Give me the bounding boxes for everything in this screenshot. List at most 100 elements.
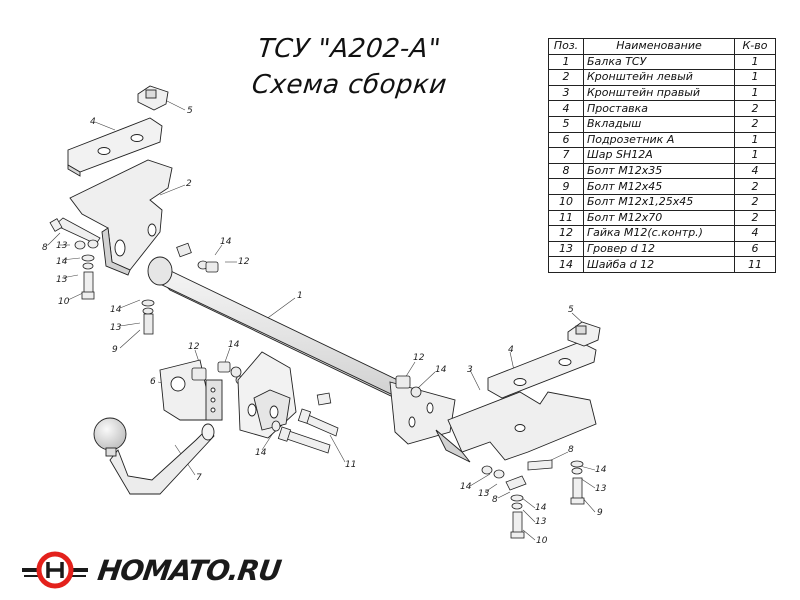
row-qty: 1 [734, 69, 776, 86]
label-4: 4 [90, 117, 96, 127]
row-pos: 13 [548, 240, 584, 258]
row-qty: 6 [734, 240, 776, 258]
row-name: Гайка М12(с.контр.) [583, 225, 735, 242]
row-name: Подрозетник А [583, 131, 735, 149]
label-10: 10 [58, 297, 70, 307]
label-13: 13 [595, 484, 607, 494]
label-10: 10 [536, 536, 548, 546]
beam-fasteners-right [395, 375, 422, 398]
bracket-part-2-left [69, 159, 173, 276]
label-13: 13 [110, 323, 122, 333]
logo-wordmark: HOMATO.RU [95, 554, 283, 587]
label-13: 13 [56, 241, 68, 251]
label-14: 14 [56, 257, 68, 267]
label-9: 9 [112, 345, 118, 355]
row-name: Болт М12х1,25х45 [583, 193, 735, 211]
bracket-part-3-right [435, 391, 597, 463]
header-name: Наименование [583, 38, 735, 55]
label-8: 8 [42, 243, 48, 253]
drawing-title: ТСУ "А202-А" [256, 34, 443, 64]
row-pos: 9 [548, 178, 584, 195]
label-12: 12 [413, 353, 425, 363]
label-4: 4 [508, 345, 514, 355]
bolts-part-11 [271, 392, 339, 454]
row-name: Проставка [583, 100, 735, 117]
label-2: 2 [186, 179, 192, 189]
row-name: Шайба d 12 [583, 256, 735, 273]
row-pos: 7 [548, 147, 584, 164]
row-pos: 10 [548, 193, 584, 211]
row-qty: 2 [734, 100, 776, 117]
spacer-part-4-right [487, 341, 597, 399]
label-14: 14 [460, 482, 472, 492]
row-pos: 1 [548, 53, 584, 71]
label-14: 14 [255, 448, 267, 458]
row-qty: 2 [734, 115, 776, 133]
row-qty: 2 [734, 178, 776, 195]
label-12: 12 [238, 257, 250, 267]
label-8: 8 [492, 495, 498, 505]
label-14: 14 [435, 365, 447, 375]
label-13: 13 [56, 275, 68, 285]
socket-plate-part-6 [159, 359, 223, 421]
label-12: 12 [188, 342, 200, 352]
row-name: Болт М12х70 [583, 209, 735, 227]
insert-part-5-left [137, 85, 169, 111]
header-pos: Поз. [548, 38, 584, 55]
parts-table-header: Поз. Наименование К-во [548, 38, 776, 55]
row-name: Шар SH12A [583, 147, 735, 164]
label-13: 13 [478, 489, 490, 499]
row-qty: 4 [734, 225, 776, 242]
row-pos: 6 [548, 131, 584, 149]
insert-part-5-right [567, 321, 601, 347]
label-5: 5 [187, 106, 193, 116]
label-1: 1 [297, 291, 303, 301]
row-name: Балка ТСУ [583, 53, 735, 71]
row-qty: 1 [734, 84, 776, 102]
row-pos: 11 [548, 209, 584, 227]
drawing-subtitle: Схема сборки [250, 70, 449, 100]
row-pos: 14 [548, 256, 584, 273]
leader-lines [47, 99, 596, 541]
row-pos: 3 [548, 84, 584, 102]
row-name: Кронштейн правый [583, 84, 735, 102]
row-name: Болт М12х35 [583, 162, 735, 180]
homato-logo: HOMATO.RU [20, 548, 283, 592]
tow-ball-part-7 [93, 417, 215, 495]
row-name: Болт М12х45 [583, 178, 735, 195]
row-qty: 2 [734, 193, 776, 211]
spacer-part-4-left [67, 117, 163, 177]
header-qty: К-во [734, 38, 776, 55]
row-qty: 1 [734, 53, 776, 71]
row-qty: 2 [734, 209, 776, 227]
label-8: 8 [568, 445, 574, 455]
label-7: 7 [196, 473, 202, 483]
label-11: 11 [345, 460, 356, 470]
left-fastener-stack [49, 217, 101, 300]
label-6: 6 [150, 377, 156, 387]
part-number-labels: 5 4 2 8 13 14 13 10 14 13 9 14 12 1 12 1… [42, 106, 607, 546]
row-qty: 1 [734, 147, 776, 164]
row-pos: 12 [548, 225, 584, 242]
label-14: 14 [220, 237, 232, 247]
label-3: 3 [467, 365, 473, 375]
row-qty: 4 [734, 162, 776, 180]
row-pos: 5 [548, 115, 584, 133]
row-name: Гровер d 12 [583, 240, 735, 258]
hitch-mount-bracket [237, 351, 297, 439]
